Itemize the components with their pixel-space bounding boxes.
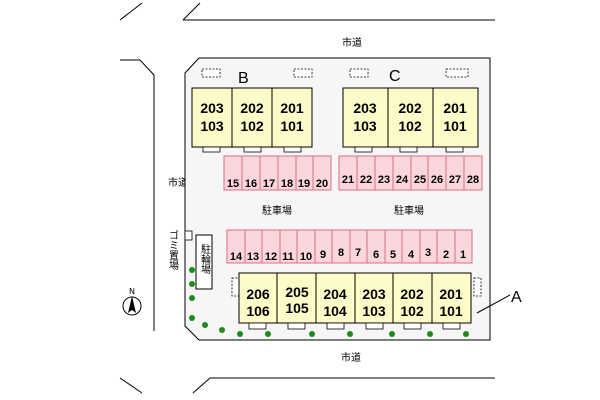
- building-c: 203 103 202 102 201 101: [342, 87, 479, 153]
- unit-c-202: 202: [398, 100, 422, 116]
- stall-8: 8: [338, 247, 344, 259]
- stall-10: 10: [300, 251, 312, 263]
- unit-c-103: 103: [353, 118, 377, 134]
- unit-a-205: 205: [285, 284, 309, 300]
- tree: [427, 331, 433, 337]
- tree: [309, 331, 315, 337]
- road-lines: [119, 2, 495, 394]
- parking-row-upper-right: 21 22 23 24 25 26 27 28: [338, 155, 483, 191]
- road-label-left: 市道: [168, 176, 188, 189]
- stall-16: 16: [245, 178, 257, 190]
- stall-6: 6: [373, 249, 379, 261]
- unit-c-201: 201: [443, 100, 467, 116]
- building-a-label: A: [511, 289, 522, 306]
- building-c-label: C: [389, 68, 401, 85]
- building-b: 203 103 202 102 201 101: [191, 87, 313, 153]
- unit-a-204: 204: [323, 286, 347, 302]
- compass-label: N: [129, 287, 135, 296]
- tree: [463, 331, 469, 337]
- compass-arrow-icon: [128, 296, 136, 313]
- stall-3: 3: [425, 247, 431, 259]
- unit-a-203: 203: [362, 286, 386, 302]
- unit-a-206: 206: [246, 286, 270, 302]
- bike-label: 駐輪場: [199, 243, 211, 275]
- tree: [189, 295, 195, 301]
- stall-2: 2: [443, 249, 449, 261]
- stall-13: 13: [247, 251, 259, 263]
- tree: [347, 331, 353, 337]
- tree: [265, 331, 271, 337]
- tree: [237, 331, 243, 337]
- building-a-leader-line: [476, 294, 511, 314]
- parking-row-lower: 14 13 12 11 10 9 8 7 6 5 4 3 2 1: [226, 229, 473, 264]
- parking-row-upper-left: 15 16 17 18 19 20: [223, 155, 332, 191]
- tree: [202, 322, 208, 328]
- tree: [189, 267, 195, 273]
- garbage-area: ゴミ置場: [167, 229, 193, 271]
- tree: [189, 281, 195, 287]
- compass: N: [122, 287, 142, 316]
- stall-24: 24: [396, 174, 409, 186]
- building-a: 206 106 205 105 204 104 203 103 202 102 …: [238, 272, 472, 330]
- stall-27: 27: [449, 174, 461, 186]
- parking-label-right: 駐車場: [394, 204, 424, 217]
- tree: [389, 331, 395, 337]
- parking-label-left: 駐車場: [262, 204, 292, 217]
- unit-a-202: 202: [400, 286, 424, 302]
- unit-b-102: 102: [240, 118, 264, 134]
- stall-12: 12: [265, 251, 277, 263]
- bike-parking: 駐輪場: [195, 234, 213, 290]
- stall-4: 4: [408, 249, 415, 261]
- stall-23: 23: [378, 174, 390, 186]
- stall-25: 25: [414, 174, 426, 186]
- unit-b-103: 103: [200, 118, 224, 134]
- stall-21: 21: [342, 174, 354, 186]
- unit-a-105: 105: [285, 300, 309, 316]
- building-b-label: B: [238, 70, 249, 87]
- unit-c-101: 101: [443, 118, 467, 134]
- unit-b-201: 201: [280, 100, 304, 116]
- stall-26: 26: [431, 174, 443, 186]
- stall-20: 20: [316, 178, 328, 190]
- stall-11: 11: [282, 251, 294, 263]
- tree: [189, 315, 195, 321]
- stall-14: 14: [230, 251, 243, 263]
- unit-a-201: 201: [439, 286, 463, 302]
- tree: [219, 327, 225, 333]
- garbage-label: ゴミ置場: [167, 229, 179, 271]
- stall-1: 1: [460, 249, 466, 261]
- unit-a-101: 101: [439, 303, 463, 319]
- unit-a-104: 104: [323, 303, 347, 319]
- stall-28: 28: [467, 174, 479, 186]
- unit-a-102: 102: [400, 303, 424, 319]
- stall-17: 17: [263, 178, 275, 190]
- stall-15: 15: [227, 178, 239, 190]
- unit-b-202: 202: [240, 100, 264, 116]
- stall-22: 22: [360, 174, 372, 186]
- stall-19: 19: [298, 178, 310, 190]
- stall-9: 9: [320, 249, 326, 261]
- road-label-bottom: 市道: [341, 351, 361, 364]
- unit-b-101: 101: [280, 118, 304, 134]
- tree-markers: [189, 267, 469, 337]
- road-label-top: 市道: [342, 36, 362, 49]
- top-dashed-marks: [201, 68, 482, 297]
- unit-a-106: 106: [246, 303, 270, 319]
- unit-c-102: 102: [398, 118, 422, 134]
- stall-18: 18: [281, 178, 293, 190]
- stall-5: 5: [390, 249, 396, 261]
- unit-b-203: 203: [200, 100, 224, 116]
- unit-c-203: 203: [353, 100, 377, 116]
- stall-7: 7: [355, 247, 361, 259]
- unit-a-103: 103: [362, 303, 386, 319]
